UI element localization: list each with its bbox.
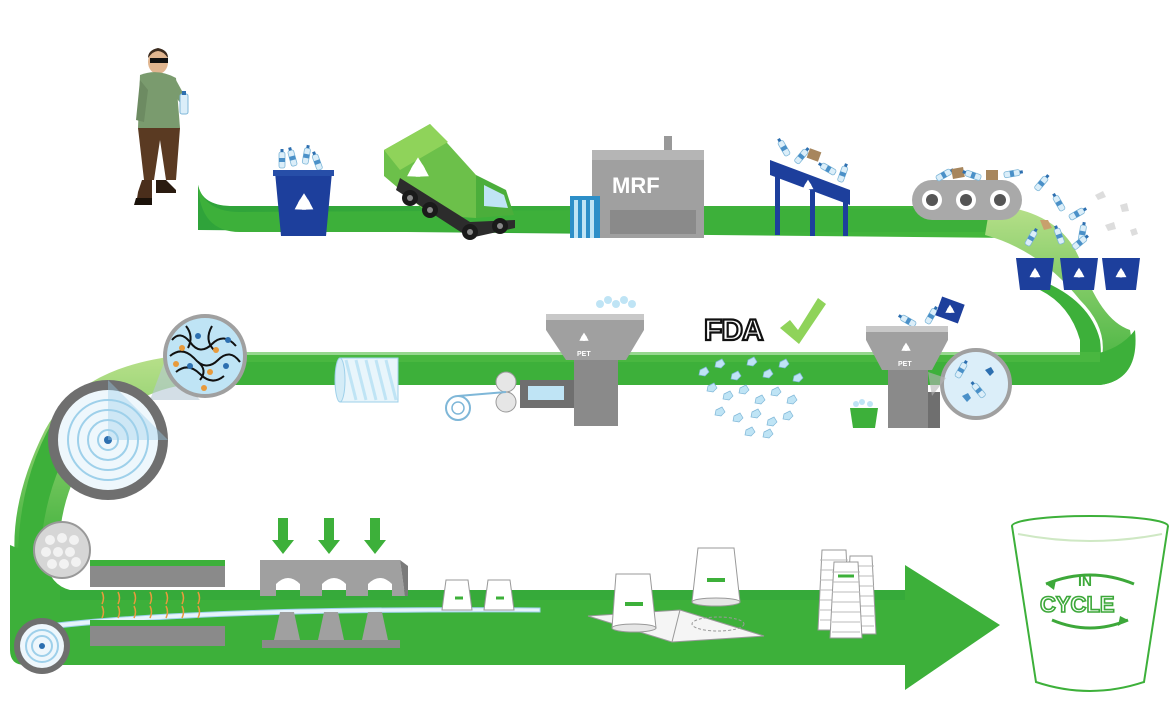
fda-label: FDA: [704, 314, 763, 347]
cup-icon: [1011, 515, 1169, 692]
grinder-machine: PET: [850, 296, 1012, 428]
heater-plates: [90, 560, 225, 646]
texture-sample: [33, 521, 91, 579]
small-film-roll: [14, 618, 70, 674]
cup-stacks: [817, 549, 877, 639]
thermoform-mold: [260, 518, 408, 648]
pet-label-1: PET: [898, 361, 912, 368]
fda-approval: FDA: [698, 298, 826, 439]
sorted-bins: [1016, 224, 1140, 290]
sorting-machine-icon: [912, 166, 1138, 242]
pet-label-2: PET: [577, 351, 591, 358]
check-icon: [780, 298, 826, 344]
person-holding-bottle-icon: [134, 48, 189, 205]
mrf-building: MRF: [570, 136, 704, 238]
extruder-machine: PET: [445, 296, 644, 426]
logo-in-label: IN: [1078, 573, 1092, 589]
conveyor-icon: [770, 136, 850, 236]
film-roll: [334, 357, 399, 403]
large-film-roll: [48, 380, 168, 500]
recycling-truck-icon: [384, 124, 515, 240]
recycling-bin-icon: [273, 144, 334, 236]
formed-cups: [441, 579, 515, 611]
logo-cycle-label: CYCLE: [1040, 592, 1115, 617]
trim-station: [587, 547, 765, 643]
process-path: [10, 185, 1136, 690]
incycle-logo: IN CYCLE: [1039, 573, 1135, 630]
mrf-label: MRF: [612, 173, 660, 198]
molecule-magnifier: [150, 314, 247, 400]
